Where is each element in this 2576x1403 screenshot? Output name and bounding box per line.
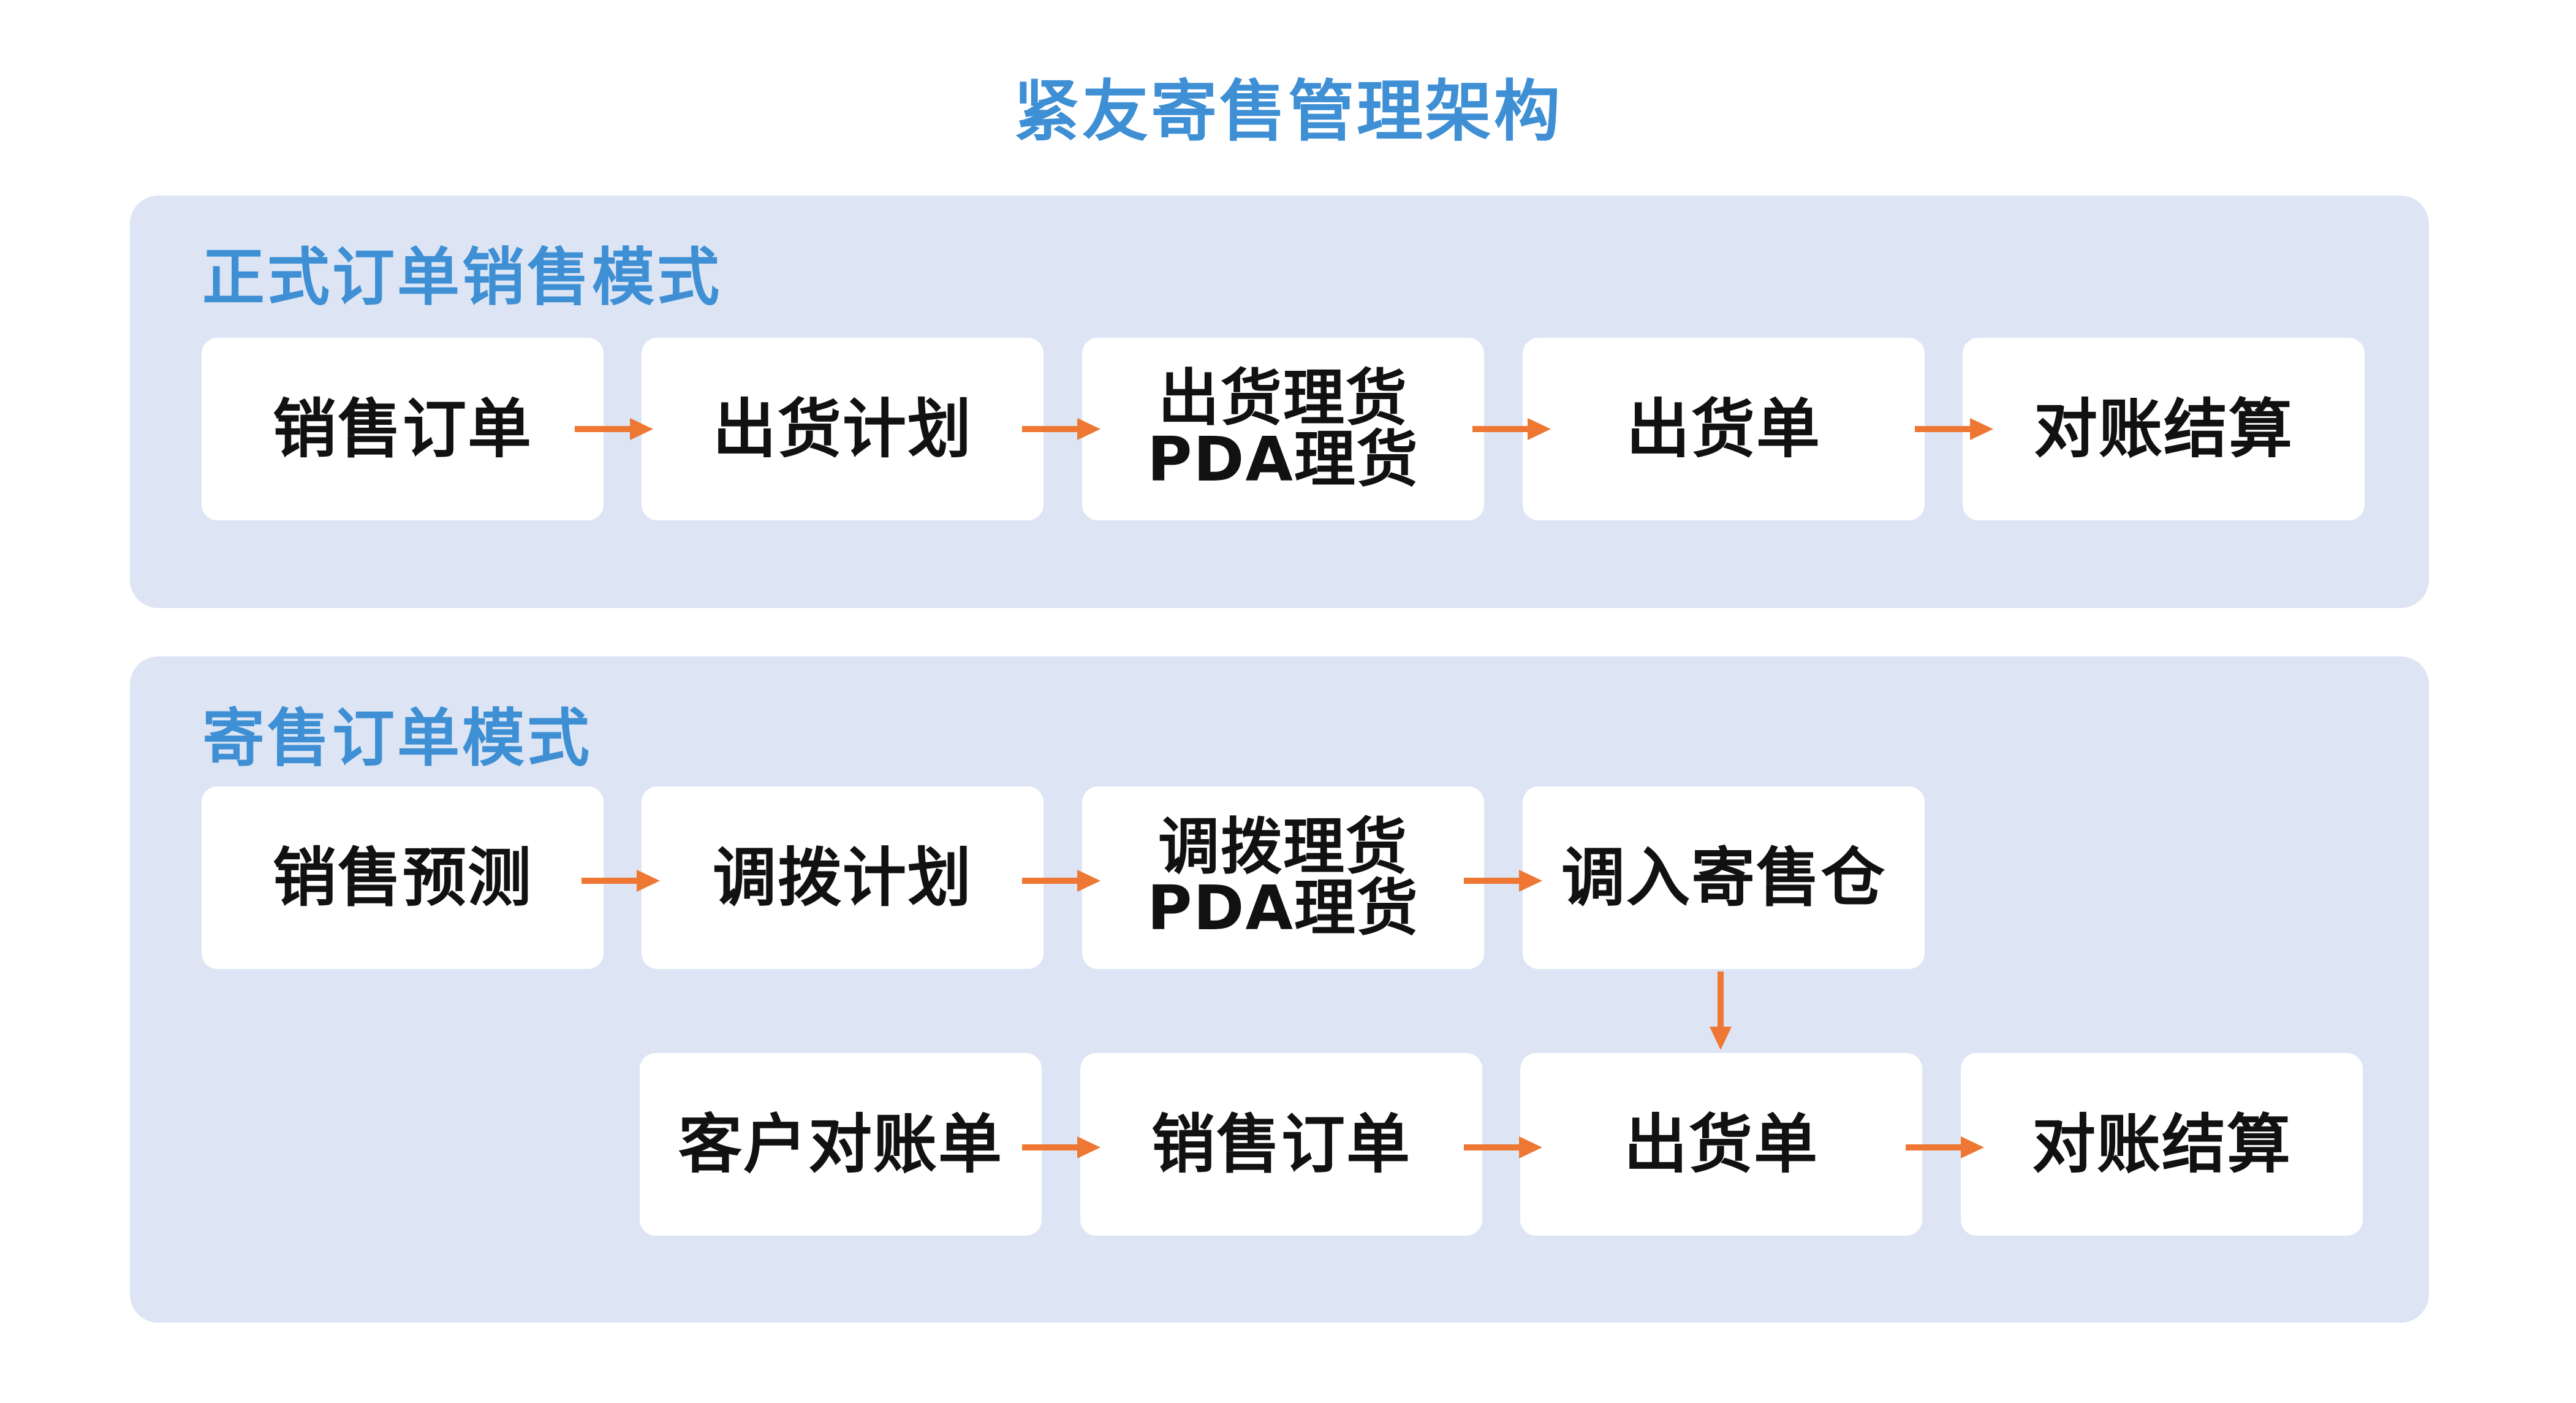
step-sublabel: PDA理货 bbox=[1147, 424, 1419, 495]
consign-step-2: 调拨计划 bbox=[642, 786, 1044, 969]
flow-arrow-right bbox=[1464, 870, 1542, 892]
flow-arrow-right bbox=[575, 418, 653, 440]
step-label: 销售订单 bbox=[1151, 1107, 1411, 1182]
flow-arrow-down bbox=[1710, 971, 1732, 1050]
flow-arrow-right bbox=[581, 870, 660, 892]
formal-step-4: 出货单 bbox=[1523, 338, 1925, 520]
step-sublabel: PDA理货 bbox=[1147, 872, 1419, 944]
formal-panel-title: 正式订单销售模式 bbox=[202, 241, 722, 314]
step-label: 出货单 bbox=[1623, 1107, 1819, 1182]
consign-step-5: 客户对账单 bbox=[640, 1053, 1042, 1236]
step-label: 销售订单 bbox=[272, 392, 532, 466]
consign-step-7: 出货单 bbox=[1520, 1053, 1922, 1236]
flow-arrow-right bbox=[1022, 1136, 1100, 1158]
flow-arrow-right bbox=[1915, 418, 1993, 440]
flow-arrow-right bbox=[1022, 870, 1100, 892]
consign-step-8: 对账结算 bbox=[1961, 1053, 2363, 1236]
step-label: 出货理货 bbox=[1158, 362, 1408, 434]
consign-step-6: 销售订单 bbox=[1080, 1053, 1482, 1236]
formal-step-1: 销售订单 bbox=[202, 338, 604, 520]
consign-panel-title: 寄售订单模式 bbox=[202, 702, 592, 775]
step-label: 对账结算 bbox=[2031, 1107, 2292, 1182]
step-label: 对账结算 bbox=[2033, 392, 2294, 466]
step-label: 调拨计划 bbox=[712, 840, 972, 915]
flow-arrow-right bbox=[1906, 1136, 1984, 1158]
flow-arrow-right bbox=[1022, 418, 1100, 440]
flow-arrow-right bbox=[1472, 418, 1551, 440]
diagram-title: 紧友寄售管理架构 bbox=[1013, 74, 1563, 150]
step-label: 客户对账单 bbox=[678, 1107, 1003, 1182]
step-label: 调拨理货 bbox=[1158, 811, 1408, 883]
flow-arrow-right bbox=[1464, 1136, 1542, 1158]
consign-step-4: 调入寄售仓 bbox=[1523, 786, 1925, 969]
formal-step-2: 出货计划 bbox=[642, 338, 1044, 520]
step-label: 调入寄售仓 bbox=[1561, 840, 1886, 915]
step-label: 销售预测 bbox=[272, 840, 532, 915]
formal-step-5: 对账结算 bbox=[1963, 338, 2365, 520]
consign-step-1: 销售预测 bbox=[202, 786, 604, 969]
step-label: 出货计划 bbox=[712, 392, 972, 466]
step-label: 出货单 bbox=[1626, 392, 1821, 466]
